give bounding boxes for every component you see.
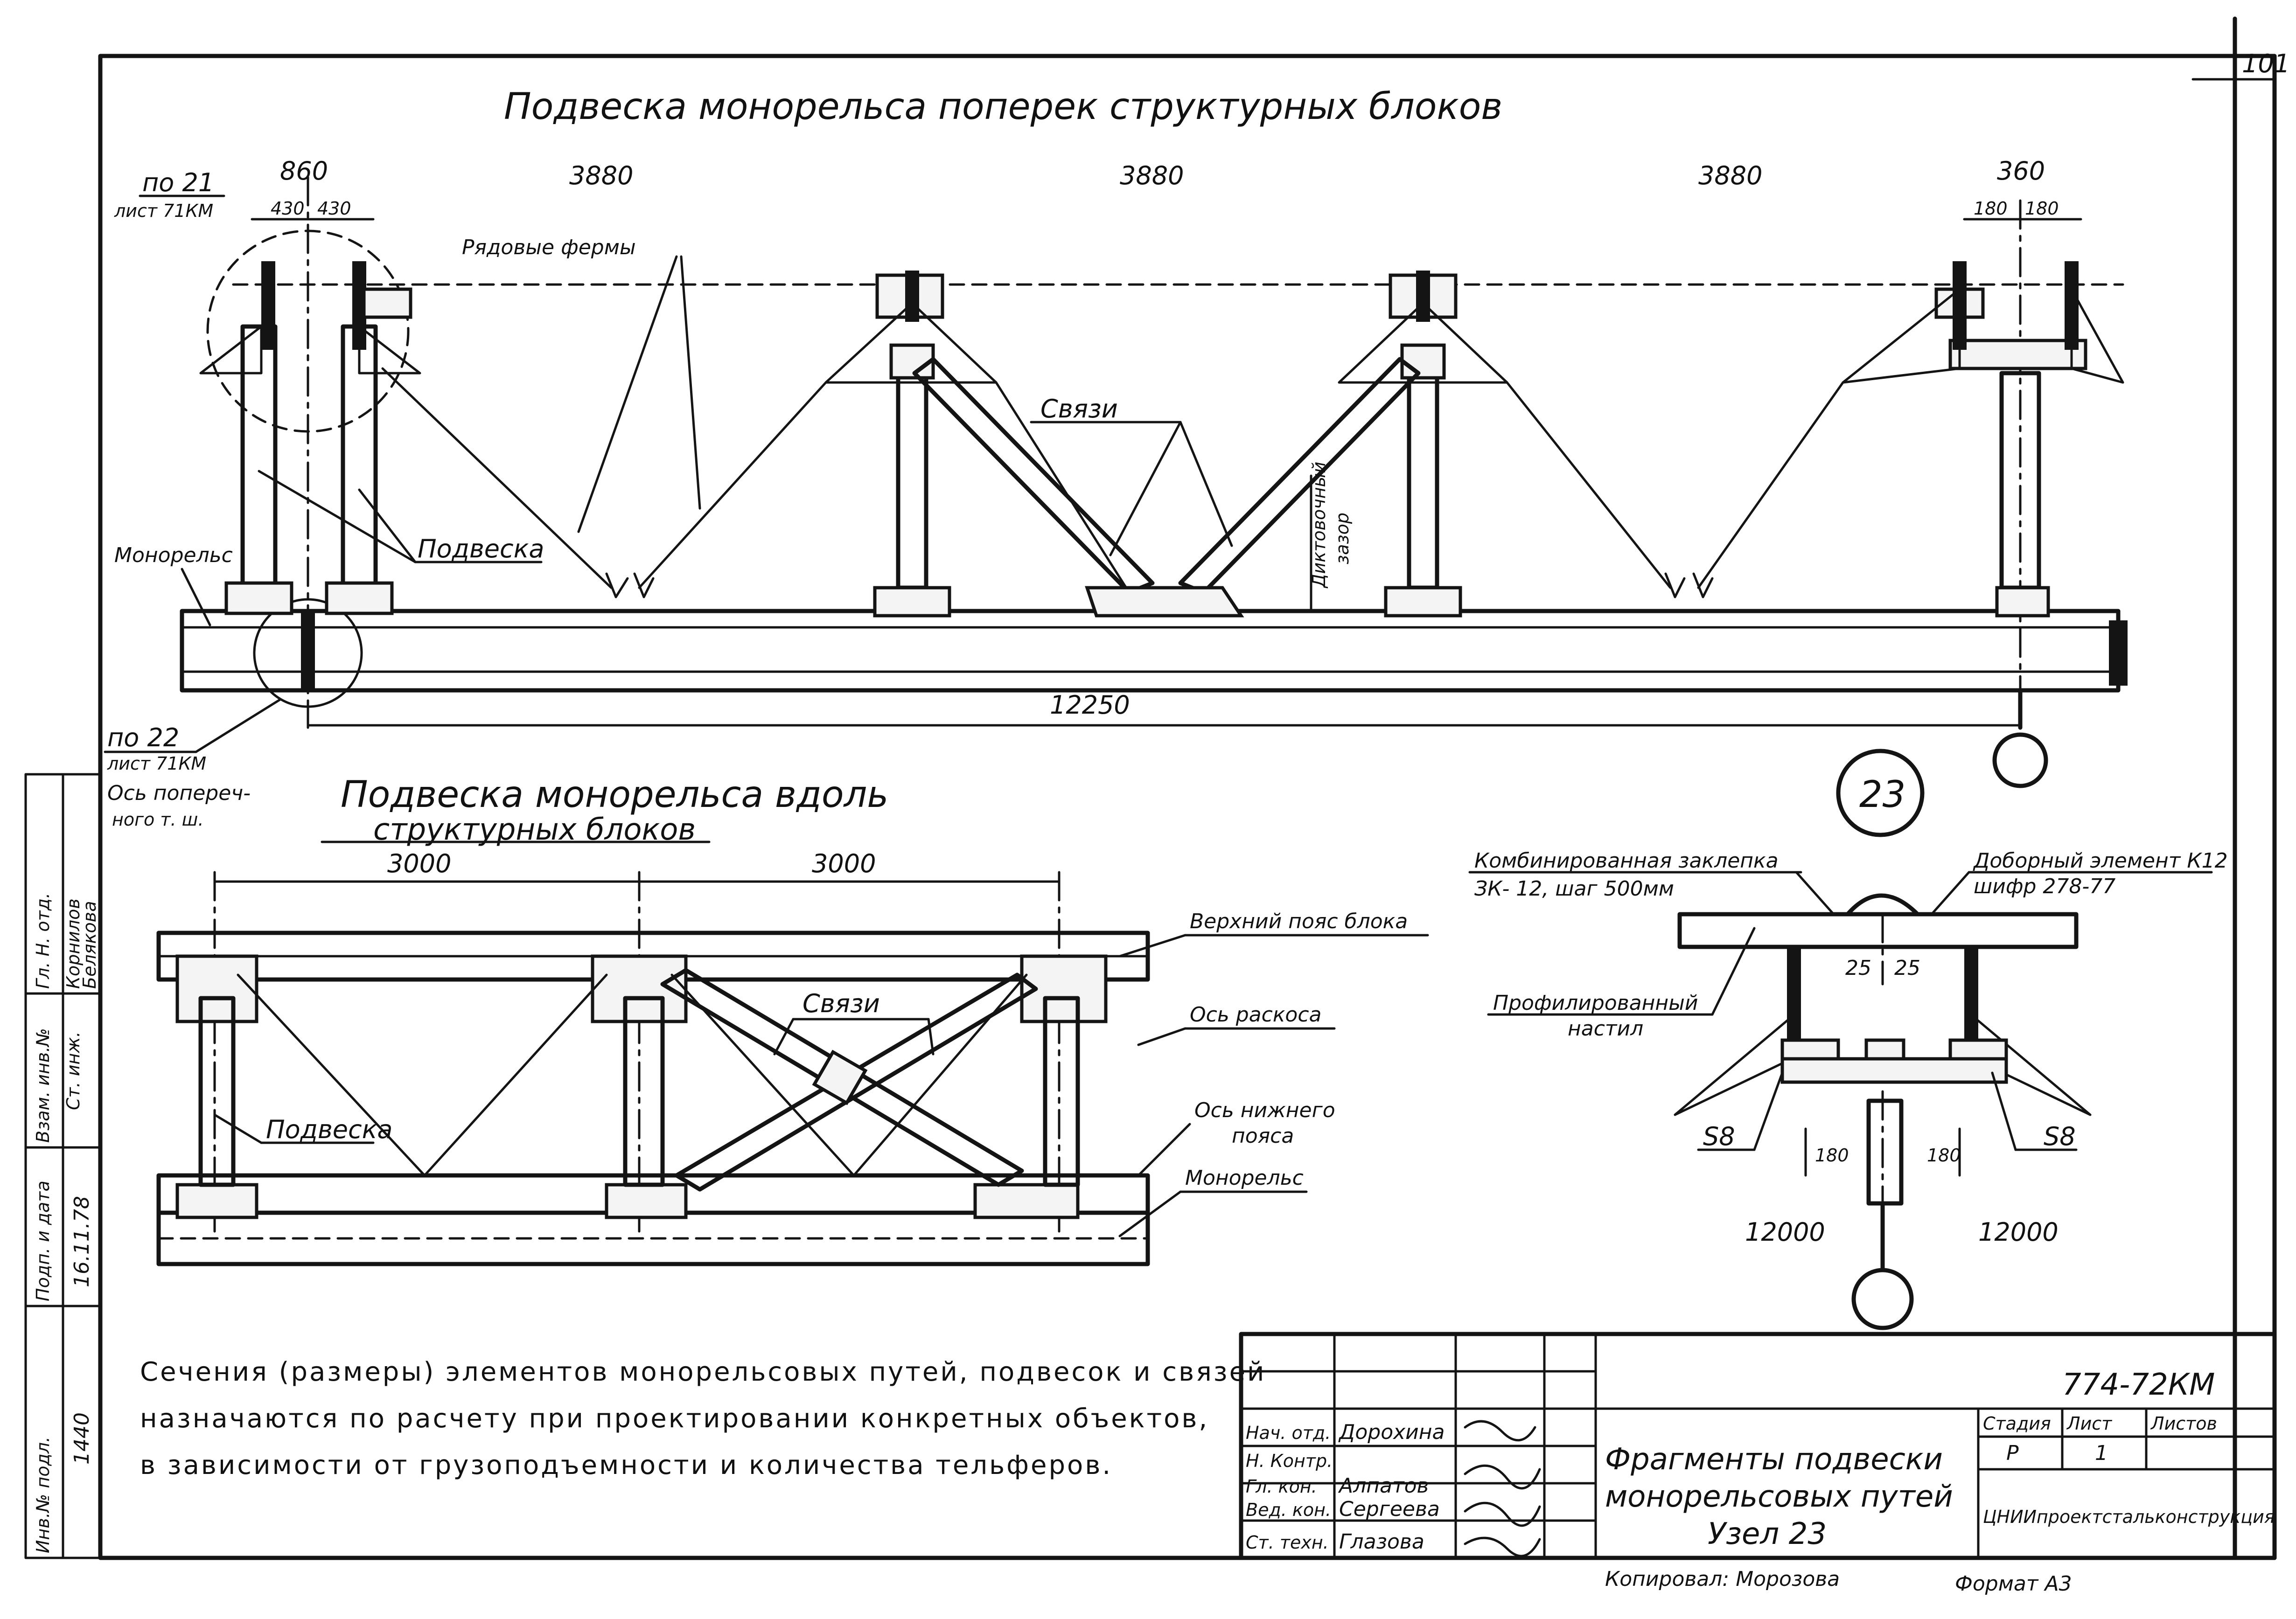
note-line1: Сечения (размеры) элементов монорельсовы… [140, 1357, 1266, 1387]
tb-sheet-label: Лист [2066, 1413, 2113, 1434]
top-view-title: Подвеска монорельса поперек структурных … [504, 86, 1502, 128]
rivet-label-line2: ЗК- 12, шаг 500мм [1474, 877, 1674, 901]
note-line3: в зависимости от грузоподъемности и коли… [140, 1450, 1112, 1480]
dim-3000-left: 3000 [387, 849, 451, 878]
dim-3880-2: 3880 [1120, 161, 1184, 190]
tb-title-line1: Фрагменты подвески [1605, 1442, 1943, 1477]
deck-label-line1: Профилированный [1493, 991, 1698, 1015]
side-stamp-col3: Взам. инв.№ [33, 1028, 53, 1143]
top-view: Подвеска монорельса поперек структурных … [104, 86, 2128, 830]
dim-12000-left: 12000 [1745, 1217, 1825, 1247]
tb-role-2: Н. Контр. [1246, 1451, 1333, 1471]
tb-title-line2: монорельсовых путей [1605, 1480, 1953, 1514]
side-stamp-col1-value: 1440 [70, 1412, 94, 1465]
axis-label-line1: Ось попереч- [107, 781, 251, 805]
tb-org: ЦНИИпроектстальконструкция [1983, 1507, 2275, 1527]
tb-stage-label: Стадия [1983, 1413, 2051, 1434]
ref-21-line1: по 21 [142, 168, 214, 197]
label-top-chord: Верхний пояс блока [1190, 910, 1408, 933]
dim-3880-3: 3880 [1698, 161, 1762, 190]
extra-element-line2: шифр 278-77 [1974, 875, 2115, 898]
dim-180-left-node: 180 [1815, 1145, 1849, 1166]
truss-diagonals [381, 367, 1844, 598]
dim-430-right: 430 [317, 198, 351, 219]
label-hanger-bottom: Подвеска [266, 1115, 392, 1144]
tb-sheet-value: 1 [2095, 1441, 2108, 1465]
tb-name-5: Глазова [1339, 1530, 1424, 1554]
sheet-number: 101 [2242, 49, 2290, 78]
dim-180-right-node: 180 [1927, 1145, 1961, 1166]
label-bottom-axis-line2: пояса [1232, 1124, 1294, 1148]
copied-by: Копировал: Морозова [1605, 1567, 1840, 1591]
axis-label-line2: ного т. ш. [112, 809, 204, 830]
tb-name-4: Сергеева [1339, 1497, 1440, 1521]
tb-role-3: Гл. кон. [1246, 1476, 1317, 1497]
general-note: Сечения (размеры) элементов монорельсовы… [140, 1357, 1266, 1480]
tb-role-5: Ст. техн. [1246, 1532, 1329, 1553]
side-stamp-col2-value: 16.11.78 [70, 1196, 94, 1287]
label-diag-axis: Ось раскоса [1190, 1003, 1321, 1027]
node-number: 23 [1859, 774, 1905, 816]
tb-stage-value: Р [2006, 1441, 2019, 1465]
hanger-right [1842, 261, 2124, 788]
hanger-left-pair [199, 261, 421, 615]
dim-430-left: 430 [271, 198, 305, 219]
side-stamp-col4-line1: Гл. Н. отд. [33, 893, 53, 989]
ref-22-line2: лист 71КМ [107, 753, 206, 774]
dim-360: 360 [1997, 156, 2045, 186]
bracing-members [912, 357, 1421, 618]
dim-12000-right: 12000 [1978, 1217, 2059, 1247]
label-hanger-top: Подвеска [418, 534, 544, 563]
deck-label-line2: настил [1568, 1017, 1643, 1041]
bottom-view-title-line1: Подвеска монорельса вдоль [341, 774, 888, 816]
monorail-label: Монорельс [114, 543, 233, 567]
bottom-view: Подвеска монорельса вдоль структурных бл… [156, 774, 1429, 1266]
dim-180-left: 180 [1974, 198, 2008, 219]
format: Формат А3 [1955, 1572, 2072, 1596]
s8-right: S8 [2044, 1122, 2076, 1151]
side-stamp-col1: Инв.№ подл. [33, 1437, 53, 1553]
side-stamp: Инв.№ подл. 1440 Подп. и дата 16.11.78 В… [24, 773, 102, 1559]
tb-role-4: Вед. кон. [1246, 1500, 1331, 1520]
label-gap-line2: зазор [1332, 513, 1353, 564]
hanger-mid-2 [1338, 271, 1508, 618]
tb-role-1: Нач. отд. [1246, 1423, 1331, 1443]
tb-name-3: Алпатов [1338, 1474, 1429, 1498]
title-block: 774-72КМ Нач. отд. Дорохина Н. Контр. Гл… [1239, 1332, 2277, 1560]
rivet-label-line1: Комбинированная заклепка [1474, 849, 1779, 873]
side-stamp-col4-value2: Белякова [79, 901, 100, 989]
dim-12250: 12250 [1050, 690, 1130, 720]
tb-title-line3: Узел 23 [1708, 1517, 1827, 1551]
label-row-trusses: Рядовые фермы [462, 236, 636, 259]
extra-element-line1: Доборный элемент К12 [1973, 849, 2228, 873]
dim-25-left: 25 [1845, 956, 1871, 980]
dim-180-right: 180 [2025, 198, 2059, 219]
dim-3000-right: 3000 [812, 849, 876, 878]
dim-860: 860 [280, 156, 328, 186]
side-stamp-col2: Подп. и дата [33, 1181, 53, 1301]
side-stamp-col4-value1: Корнилов [63, 898, 84, 989]
label-bracing-bottom: Связи [803, 989, 880, 1018]
label-bottom-axis-line1: Ось нижнего [1194, 1098, 1335, 1122]
ref-22-line1: по 22 [107, 723, 179, 752]
label-bracing-top: Связи [1040, 394, 1118, 424]
dim-25-right: 25 [1894, 956, 1920, 980]
node-23-detail: Комбинированная заклепка ЗК- 12, шаг 500… [1468, 849, 2228, 1330]
label-monorail-bottom: Монорельс [1185, 1166, 1304, 1190]
ref-21-line2: лист 71КМ [114, 201, 213, 221]
tb-sheets-label: Листов [2150, 1413, 2217, 1434]
tb-name-1: Дорохина [1338, 1420, 1445, 1444]
side-stamp-col4-line2: Ст. инж. [63, 1031, 84, 1110]
note-line2: назначаются по расчету при проектировани… [140, 1404, 1209, 1434]
doc-code: 774-72КМ [2062, 1368, 2215, 1402]
s8-left: S8 [1703, 1122, 1735, 1151]
hanger-mid-1 [824, 271, 998, 618]
dim-3880-1: 3880 [569, 161, 633, 190]
node-23-marker: 23 [1836, 749, 1925, 837]
